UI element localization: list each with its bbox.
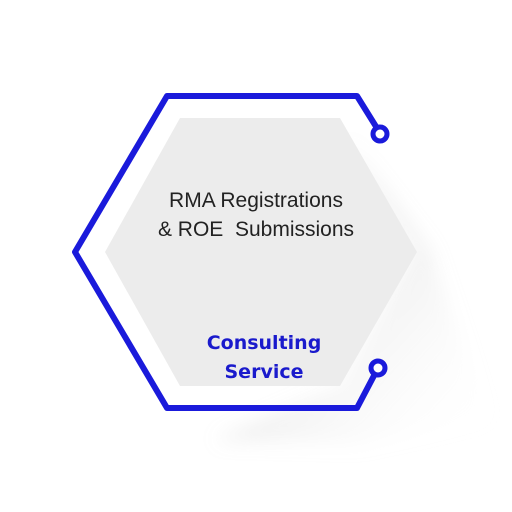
badge-title-line-2: & ROE Submissions bbox=[157, 218, 355, 241]
badge-title-line-1: RMA Registrations bbox=[169, 189, 343, 212]
circuit-node-icon bbox=[370, 124, 390, 144]
hexagon-fill bbox=[105, 118, 417, 386]
hexagon-outline bbox=[72, 93, 383, 411]
hexagon-shadow bbox=[215, 140, 490, 445]
badge-subtitle: Consulting Service bbox=[160, 329, 368, 387]
circuit-node-icon bbox=[368, 358, 388, 378]
badge-subtitle-line-1: Consulting bbox=[206, 332, 322, 354]
badge-subtitle-line-2: Service bbox=[224, 361, 304, 383]
badge-title: RMA Registrations & ROE Submissions bbox=[130, 186, 382, 244]
